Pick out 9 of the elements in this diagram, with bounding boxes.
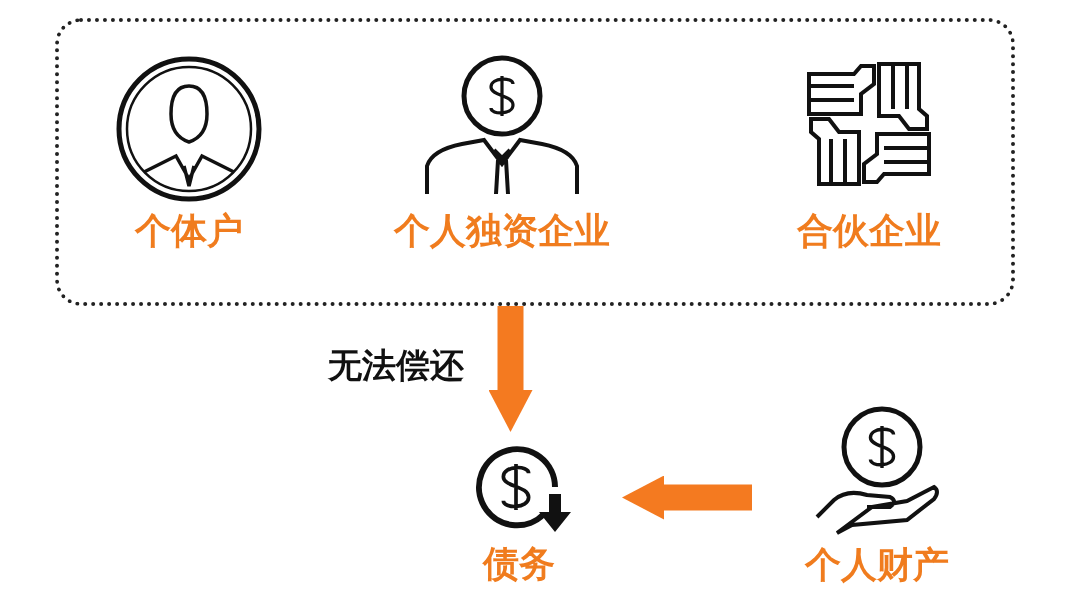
- arrow: [488, 306, 533, 432]
- node-label: 个人财产: [803, 543, 950, 587]
- node-label: 个体户: [133, 209, 244, 253]
- group-frame: [55, 18, 1015, 306]
- node-label: 合伙企业: [796, 209, 942, 253]
- edge-label: 无法偿还: [328, 345, 464, 385]
- node-label: 个人独资企业: [392, 209, 611, 253]
- node-label: 债务: [481, 542, 556, 586]
- arrow: [622, 475, 752, 520]
